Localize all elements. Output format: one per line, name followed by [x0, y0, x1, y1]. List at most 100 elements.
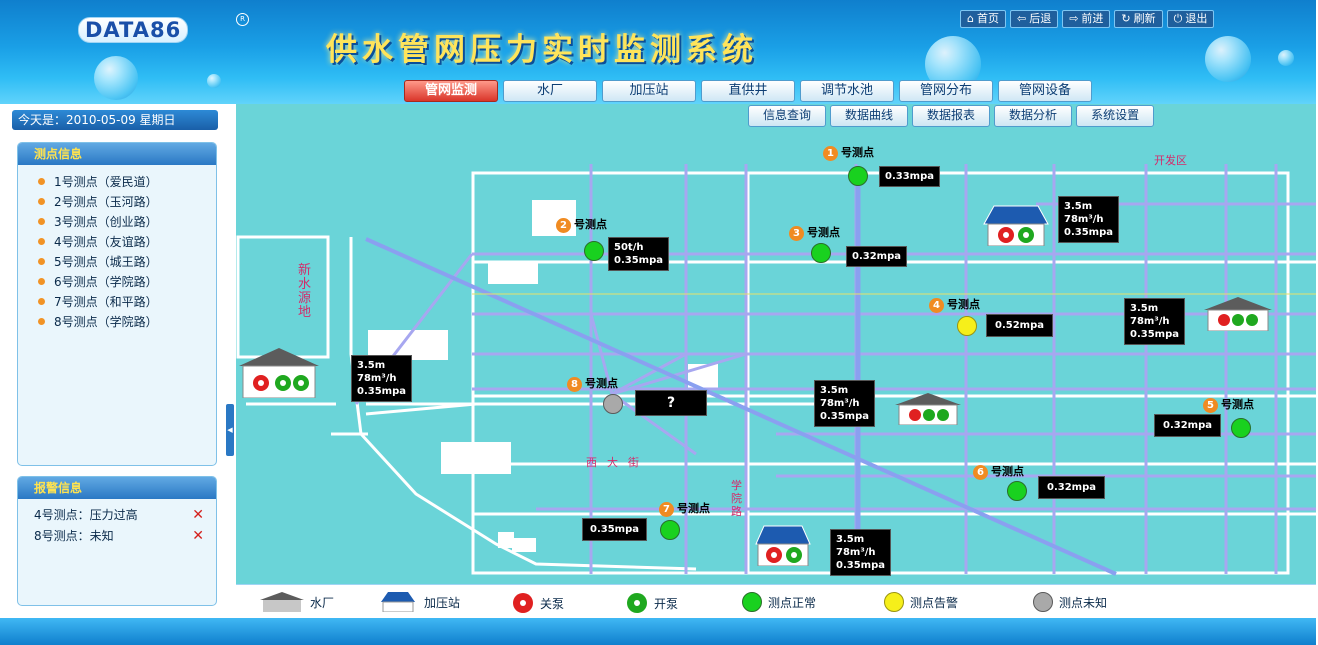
sensor-point-3[interactable]: [811, 243, 831, 263]
back-link[interactable]: ⇦ 后退: [1009, 10, 1059, 28]
tab-booster-station[interactable]: 加压站: [602, 80, 696, 102]
legend-item-booster: 加压站: [378, 592, 460, 612]
legend-item-pump-off: 关泵: [512, 592, 564, 614]
road-label: 西大街: [586, 456, 649, 469]
sidebar-item-point-2[interactable]: 2号测点（玉河路）: [18, 191, 216, 211]
tab-data-report[interactable]: 数据报表: [912, 105, 991, 127]
sidebar-item-point-5[interactable]: 5号测点（城王路）: [18, 251, 216, 271]
sensor-point-7[interactable]: [660, 520, 680, 540]
area-label: 开发区: [1154, 154, 1187, 167]
readout-point-1: 0.33mpa: [879, 166, 940, 187]
tab-direct-well[interactable]: 直供井: [701, 80, 795, 102]
booster-station-icon: [381, 592, 415, 612]
sensor-point-1[interactable]: [848, 166, 868, 186]
close-icon[interactable]: ✕: [192, 527, 204, 544]
points-panel: 测点信息 1号测点（爱民道） 2号测点（玉河路） 3号测点（创业路） 4号测点（…: [17, 142, 217, 466]
road-label: 学院路: [731, 479, 742, 518]
power-icon: ⏻: [1173, 12, 1183, 25]
readout-point-8: ?: [635, 390, 707, 416]
tab-info-query[interactable]: 信息查询: [748, 105, 827, 127]
legend-item-pump-on: 开泵: [626, 592, 678, 614]
sidebar-item-point-8[interactable]: 8号测点（学院路）: [18, 311, 216, 331]
status-unknown-icon: [1033, 592, 1053, 612]
tab-data-analysis[interactable]: 数据分析: [994, 105, 1073, 127]
date-display: 今天是：2010-05-09 星期日: [12, 110, 218, 130]
main-nav: 管网监测 水厂 加压站 直供井 调节水池 管网分布 管网设备: [404, 80, 1092, 102]
legend-item-unknown: 测点未知: [1033, 592, 1107, 612]
sub-nav: 信息查询 数据曲线 数据报表 数据分析 系统设置: [748, 105, 1155, 127]
sensor-point-8[interactable]: [603, 394, 623, 414]
home-icon: ⌂: [967, 12, 974, 25]
refresh-icon: ↻: [1121, 12, 1131, 25]
bullet-icon: [38, 217, 45, 225]
points-panel-title: 测点信息: [18, 143, 216, 165]
sensor-point-2[interactable]: [584, 241, 604, 261]
logout-link[interactable]: ⏻ 退出: [1166, 10, 1215, 28]
tab-system-settings[interactable]: 系统设置: [1076, 105, 1155, 127]
alarm-panel: 报警信息 4号测点：压力过高 ✕ 8号测点：未知 ✕: [17, 476, 217, 606]
sidebar-collapse-button[interactable]: ◀: [226, 404, 234, 456]
pump-on-icon: [627, 593, 647, 613]
tab-network-layout[interactable]: 管网分布: [899, 80, 993, 102]
tab-regulating-pool[interactable]: 调节水池: [800, 80, 894, 102]
water-plant-1[interactable]: [239, 348, 319, 402]
readout-point-3: 0.32mpa: [846, 246, 907, 267]
sensor-point-6[interactable]: [1007, 481, 1027, 501]
bubble-decoration: [207, 74, 221, 88]
footer-bar: [0, 618, 1316, 645]
top-link-bar: ⌂ 首页 ⇦ 后退 ⇨ 前进 ↻ 刷新 ⏻ 退出: [960, 10, 1215, 28]
status-warning-icon: [884, 592, 904, 612]
water-plant-2[interactable]: [895, 393, 961, 429]
sensor-point-5[interactable]: [1231, 418, 1251, 438]
sidebar-item-point-3[interactable]: 3号测点（创业路）: [18, 211, 216, 231]
sensor-point-4[interactable]: [957, 316, 977, 336]
booster-station-2[interactable]: [752, 524, 814, 570]
registered-mark-icon: R: [236, 13, 249, 26]
water-plant-icon: [895, 393, 961, 426]
close-icon[interactable]: ✕: [192, 506, 204, 523]
back-arrow-icon: ⇦: [1016, 12, 1027, 25]
sidebar-item-point-7[interactable]: 7号测点（和平路）: [18, 291, 216, 311]
tab-network-equipment[interactable]: 管网设备: [998, 80, 1092, 102]
refresh-link[interactable]: ↻ 刷新: [1114, 10, 1163, 28]
alarm-item: 4号测点：压力过高 ✕: [34, 506, 204, 523]
booster-station-icon: [983, 205, 1049, 247]
bubble-decoration: [1278, 50, 1294, 66]
water-plant-icon: [239, 348, 319, 399]
home-link[interactable]: ⌂ 首页: [960, 10, 1006, 28]
status-normal-icon: [742, 592, 762, 612]
bullet-icon: [38, 297, 45, 305]
readout-point-4: 0.52mpa: [986, 314, 1053, 337]
booster-station-1[interactable]: [980, 204, 1052, 250]
legend-item-warning: 测点告警: [884, 592, 958, 612]
sidebar-item-point-4[interactable]: 4号测点（友谊路）: [18, 231, 216, 251]
sidebar-item-point-6[interactable]: 6号测点（学院路）: [18, 271, 216, 291]
tab-data-curve[interactable]: 数据曲线: [830, 105, 909, 127]
legend-item-normal: 测点正常: [742, 592, 816, 612]
bullet-icon: [38, 257, 45, 265]
forward-link[interactable]: ⇨ 前进: [1062, 10, 1111, 28]
readout-point-5: 0.32mpa: [1154, 414, 1221, 437]
bullet-icon: [38, 317, 45, 325]
water-plant-3[interactable]: [1204, 297, 1272, 335]
legend-item-plant: 水厂: [260, 592, 334, 612]
tab-water-plant[interactable]: 水厂: [503, 80, 597, 102]
sidebar: 今天是：2010-05-09 星期日 测点信息 1号测点（爱民道） 2号测点（玉…: [0, 104, 236, 618]
tab-network-monitor[interactable]: 管网监测: [404, 80, 498, 102]
legend: 水厂 加压站 关泵 开泵 测点正常 测点告警 测点未知: [236, 584, 1316, 619]
readout-point-6: 0.32mpa: [1038, 476, 1105, 499]
sidebar-item-point-1[interactable]: 1号测点（爱民道）: [18, 171, 216, 191]
pump-off-icon: [513, 593, 533, 613]
